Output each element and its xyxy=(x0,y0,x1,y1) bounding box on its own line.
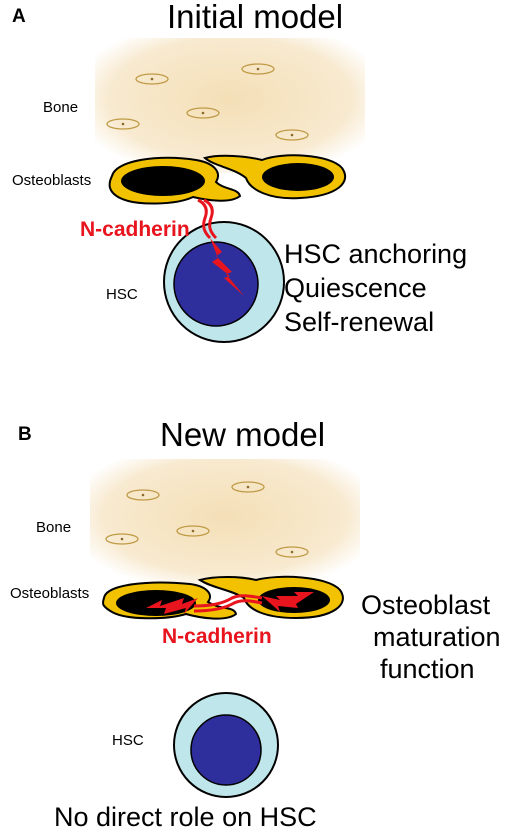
panel-b-outcome-1: Osteoblast xyxy=(361,590,491,620)
panel-a-hsc-nucleus xyxy=(173,241,259,327)
panel-a-outcome-2: Quiescence xyxy=(284,273,427,303)
panel-a-ncadherin-link xyxy=(197,198,218,240)
panel-b-outcome-3: function xyxy=(380,654,475,684)
panel-b-bone-region xyxy=(90,459,360,587)
panel-b-hsc-nucleus xyxy=(190,714,262,786)
panel-b-outcome-2: maturation xyxy=(373,622,501,652)
panel-b-ncadherin-label: N-cadherin xyxy=(162,625,272,648)
panel-a: A Initial model Bone Osteoblasts xyxy=(12,0,467,343)
panel-b-hsc-label: HSC xyxy=(112,732,144,749)
panel-b-osteoblasts-label: Osteoblasts xyxy=(10,585,89,602)
panel-b-osteocytes xyxy=(105,481,309,558)
panel-b: B New model Bone Osteoblasts xyxy=(10,416,501,831)
panel-a-outcome-3: Self-renewal xyxy=(284,307,434,337)
panel-a-outcome-1: HSC anchoring xyxy=(284,239,467,269)
panel-a-title: Initial model xyxy=(167,0,343,35)
panel-a-signal-bolt xyxy=(210,238,244,296)
panel-b-signal-bolt-right xyxy=(262,592,314,612)
panel-b-footer: No direct role on HSC xyxy=(54,802,317,831)
panel-a-letter: A xyxy=(12,6,26,27)
panel-b-letter: B xyxy=(18,424,32,445)
panel-a-osteoblast-left-nucleus xyxy=(121,166,205,196)
panel-a-hsc-label: HSC xyxy=(106,286,138,303)
panel-a-osteoblasts-label: Osteoblasts xyxy=(12,172,91,189)
panel-a-osteoblast-right-nucleus xyxy=(262,163,334,191)
panel-b-title: New model xyxy=(160,416,325,453)
panel-a-ncadherin-label: N-cadherin xyxy=(80,218,190,241)
panel-a-osteocytes xyxy=(106,63,309,141)
panel-b-signal-bolt-left xyxy=(146,598,198,614)
panel-a-bone-region xyxy=(95,38,365,173)
panel-b-bone-label: Bone xyxy=(36,519,71,536)
panel-a-bone-label: Bone xyxy=(43,99,78,116)
panel-b-ncadherin-link xyxy=(193,594,263,613)
